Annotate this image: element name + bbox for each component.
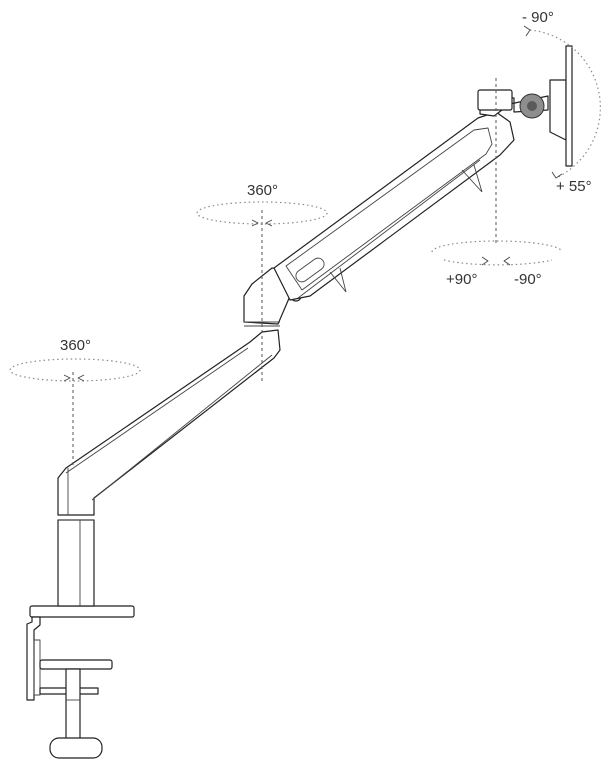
arrow-icon bbox=[551, 171, 563, 179]
arrow-icon bbox=[523, 25, 531, 37]
arrow-icon bbox=[77, 374, 85, 382]
arrow-icon bbox=[251, 219, 259, 227]
swivel-left-label: +90° bbox=[446, 271, 477, 288]
arrow-icon bbox=[63, 374, 71, 382]
support-post bbox=[57, 514, 95, 607]
monitor-head bbox=[477, 45, 573, 167]
upper-arm bbox=[273, 111, 515, 301]
swivel-arc bbox=[431, 240, 563, 253]
tilt-up-label: - 90° bbox=[522, 9, 554, 26]
lower-arm bbox=[57, 329, 281, 606]
swivel-right-label: -90° bbox=[514, 271, 542, 288]
rotation-axes bbox=[72, 78, 497, 468]
rotation-guides bbox=[9, 29, 601, 382]
arrow-icon bbox=[481, 256, 489, 266]
arrow-icon bbox=[265, 219, 273, 227]
base-rotation-label: 360° bbox=[60, 337, 91, 354]
elbow-rotation-label: 360° bbox=[247, 182, 278, 199]
elbow-rotation-ellipse bbox=[196, 201, 328, 225]
tilt-down-label: + 55° bbox=[556, 178, 592, 195]
base-rotation-ellipse bbox=[9, 358, 141, 382]
rotation-arrows bbox=[63, 25, 563, 382]
desk-clamp bbox=[26, 605, 135, 759]
arrow-icon bbox=[503, 256, 511, 266]
